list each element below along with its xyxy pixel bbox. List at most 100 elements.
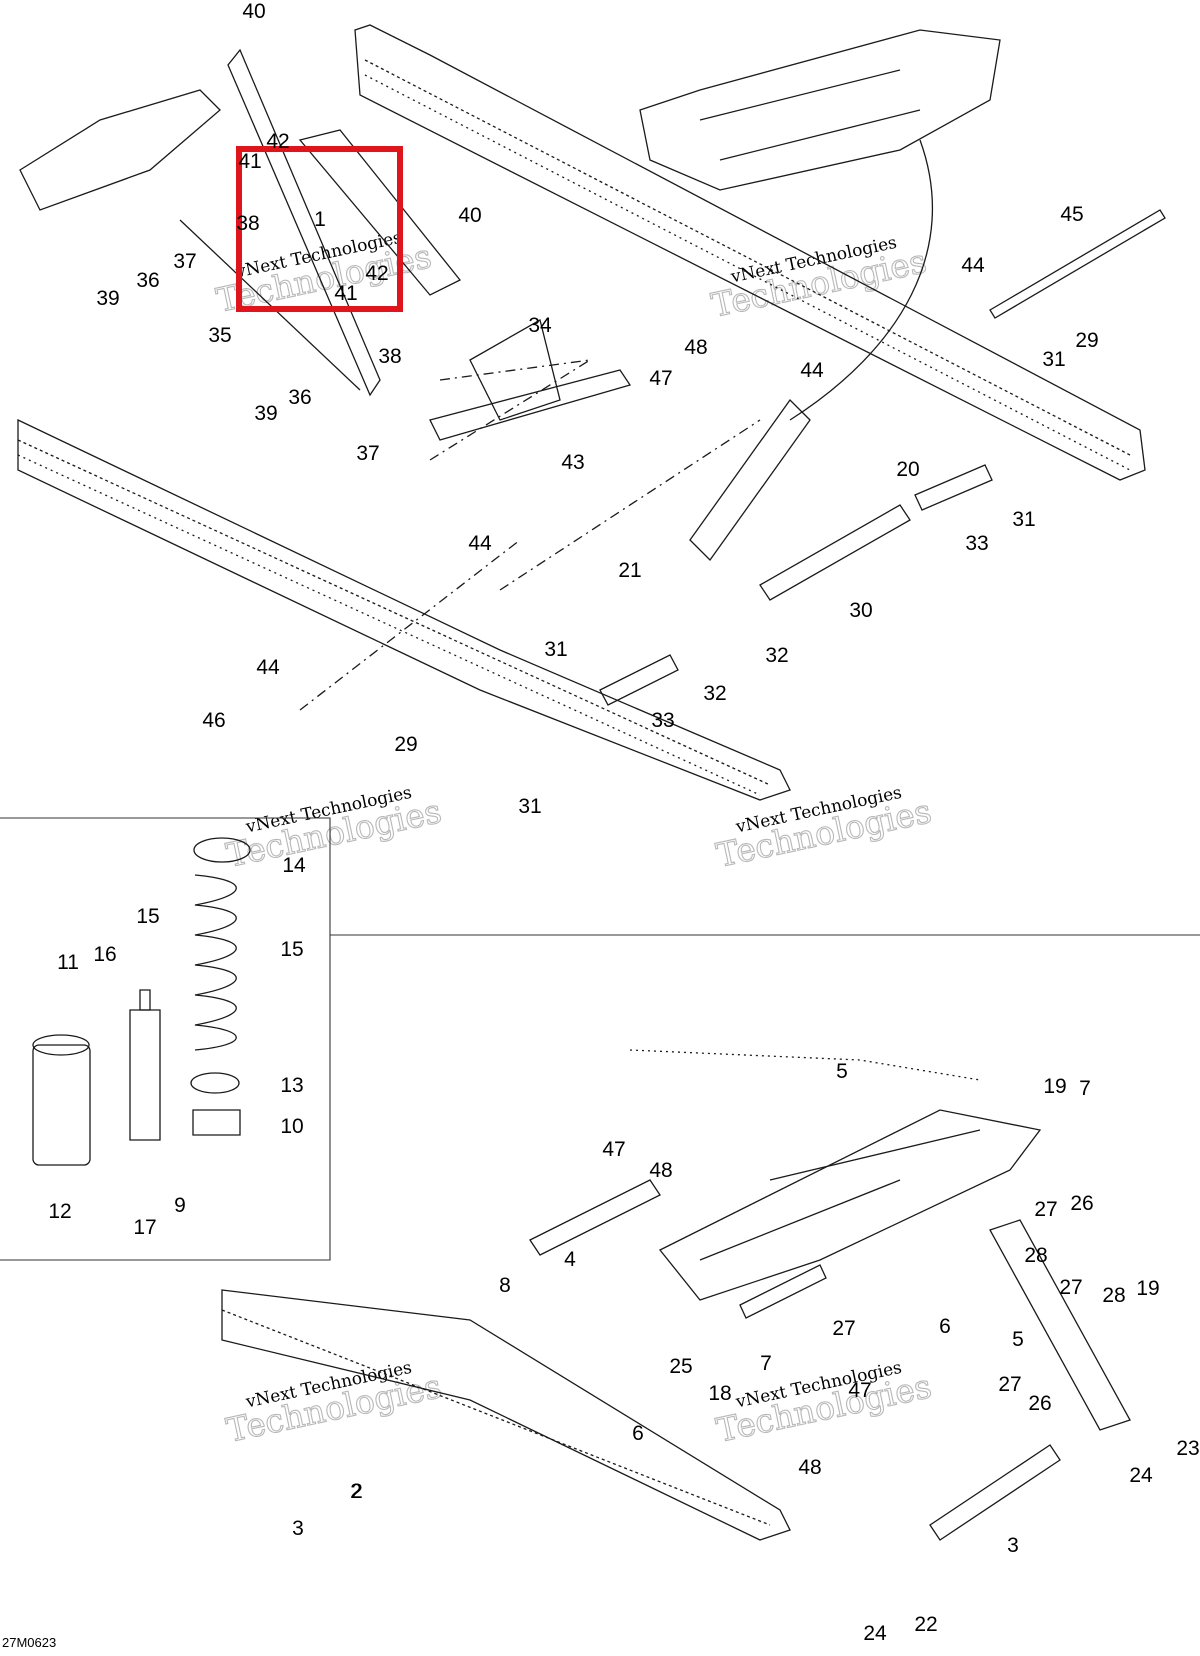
callout-27: 27	[998, 1373, 1021, 1396]
rear-shock	[689, 398, 811, 562]
callout-31: 31	[518, 795, 541, 818]
callout-23: 23	[1176, 1437, 1199, 1460]
callout-48: 48	[649, 1159, 672, 1182]
callout-28: 28	[1024, 1244, 1047, 1267]
callout-38: 38	[378, 345, 401, 368]
callout-24: 24	[1129, 1464, 1153, 1487]
callout-7: 7	[760, 1352, 772, 1375]
callout-12: 12	[48, 1200, 71, 1223]
callout-6: 6	[939, 1315, 951, 1338]
callout-47: 47	[602, 1138, 625, 1161]
rod-30	[759, 504, 911, 601]
inset-spring-11	[194, 874, 237, 1051]
callout-31: 31	[544, 638, 567, 661]
callout-32: 32	[703, 682, 726, 705]
callout-44: 44	[468, 532, 492, 555]
callout-15: 15	[136, 905, 159, 928]
callout-20: 20	[896, 458, 919, 481]
callout-35: 35	[208, 324, 231, 347]
callout-6: 6	[632, 1422, 644, 1445]
callout-39: 39	[96, 287, 119, 310]
rod-18	[739, 1264, 827, 1319]
rod-33-lower	[599, 654, 679, 706]
shaft-45	[989, 209, 1166, 319]
callout-3: 3	[292, 1517, 304, 1540]
callout-37: 37	[173, 250, 196, 273]
rod-22	[929, 1444, 1061, 1541]
callout-45: 45	[1060, 203, 1083, 226]
inset-frame	[0, 817, 331, 1261]
callout-10: 10	[280, 1115, 303, 1138]
callout-43: 43	[561, 451, 584, 474]
callout-39: 39	[254, 402, 277, 425]
callout-1: 1	[314, 208, 326, 231]
callout-13: 13	[280, 1074, 303, 1097]
callout-25: 25	[669, 1355, 692, 1378]
callout-3: 3	[1007, 1534, 1019, 1557]
link-25	[989, 1219, 1131, 1431]
callout-26: 26	[1028, 1392, 1051, 1415]
callout-17: 17	[133, 1216, 156, 1239]
callout-29: 29	[394, 733, 417, 756]
callout-7: 7	[1079, 1077, 1091, 1100]
callout-34: 34	[528, 314, 552, 337]
callout-46: 46	[202, 709, 225, 732]
callout-24: 24	[863, 1622, 887, 1645]
callout-2: 2	[351, 1480, 363, 1503]
callout-5: 5	[836, 1060, 848, 1083]
callout-40: 40	[458, 204, 481, 227]
callout-16: 16	[93, 943, 116, 966]
callout-36: 36	[136, 269, 159, 292]
callout-4: 4	[564, 1248, 576, 1271]
inset-boot-12	[32, 1044, 91, 1166]
callout-33: 33	[651, 709, 674, 732]
callout-37: 37	[356, 442, 379, 465]
inset-adjuster-10	[192, 1109, 241, 1136]
rod-33-upper	[914, 464, 993, 511]
callout-27: 27	[832, 1317, 855, 1340]
callout-36: 36	[288, 386, 311, 409]
callout-31: 31	[1042, 348, 1065, 371]
front-bracket	[19, 89, 221, 211]
upper-frame-rail	[354, 24, 1146, 481]
callout-33: 33	[965, 532, 988, 555]
front-arm-assembly	[658, 1109, 1042, 1301]
callout-48: 48	[798, 1456, 821, 1479]
link-rod-35	[227, 48, 381, 397]
callout-21: 21	[618, 559, 641, 582]
callout-14: 14	[282, 854, 306, 877]
callout-44: 44	[961, 254, 985, 277]
bracket-34	[469, 319, 561, 421]
rod-4	[529, 1179, 661, 1256]
callout-28: 28	[1102, 1284, 1125, 1307]
callout-41: 41	[334, 282, 357, 305]
callout-8: 8	[499, 1274, 511, 1297]
callout-27: 27	[1034, 1198, 1057, 1221]
callout-15: 15	[280, 938, 303, 961]
drawing-code: 27M0623	[2, 1635, 56, 1650]
callout-31: 31	[1012, 508, 1035, 531]
ski-rail-left	[17, 418, 791, 801]
callout-47: 47	[649, 367, 672, 390]
callout-27: 27	[1059, 1276, 1082, 1299]
inset-ring-13	[190, 1072, 240, 1094]
frame-bottom	[629, 1049, 981, 1081]
inset-shock-body-9	[129, 1009, 161, 1141]
callout-47: 47	[848, 1379, 871, 1402]
callout-5: 5	[1012, 1328, 1024, 1351]
callout-41: 41	[238, 150, 261, 173]
callout-11: 11	[57, 951, 79, 974]
highlight-box	[236, 146, 403, 312]
rear-arm-assembly	[639, 29, 1001, 191]
callout-38: 38	[236, 212, 259, 235]
line-art	[0, 24, 1200, 1541]
callout-19: 19	[1136, 1277, 1159, 1300]
callout-19: 19	[1043, 1075, 1066, 1098]
callout-48: 48	[684, 336, 707, 359]
callout-42: 42	[365, 262, 388, 285]
